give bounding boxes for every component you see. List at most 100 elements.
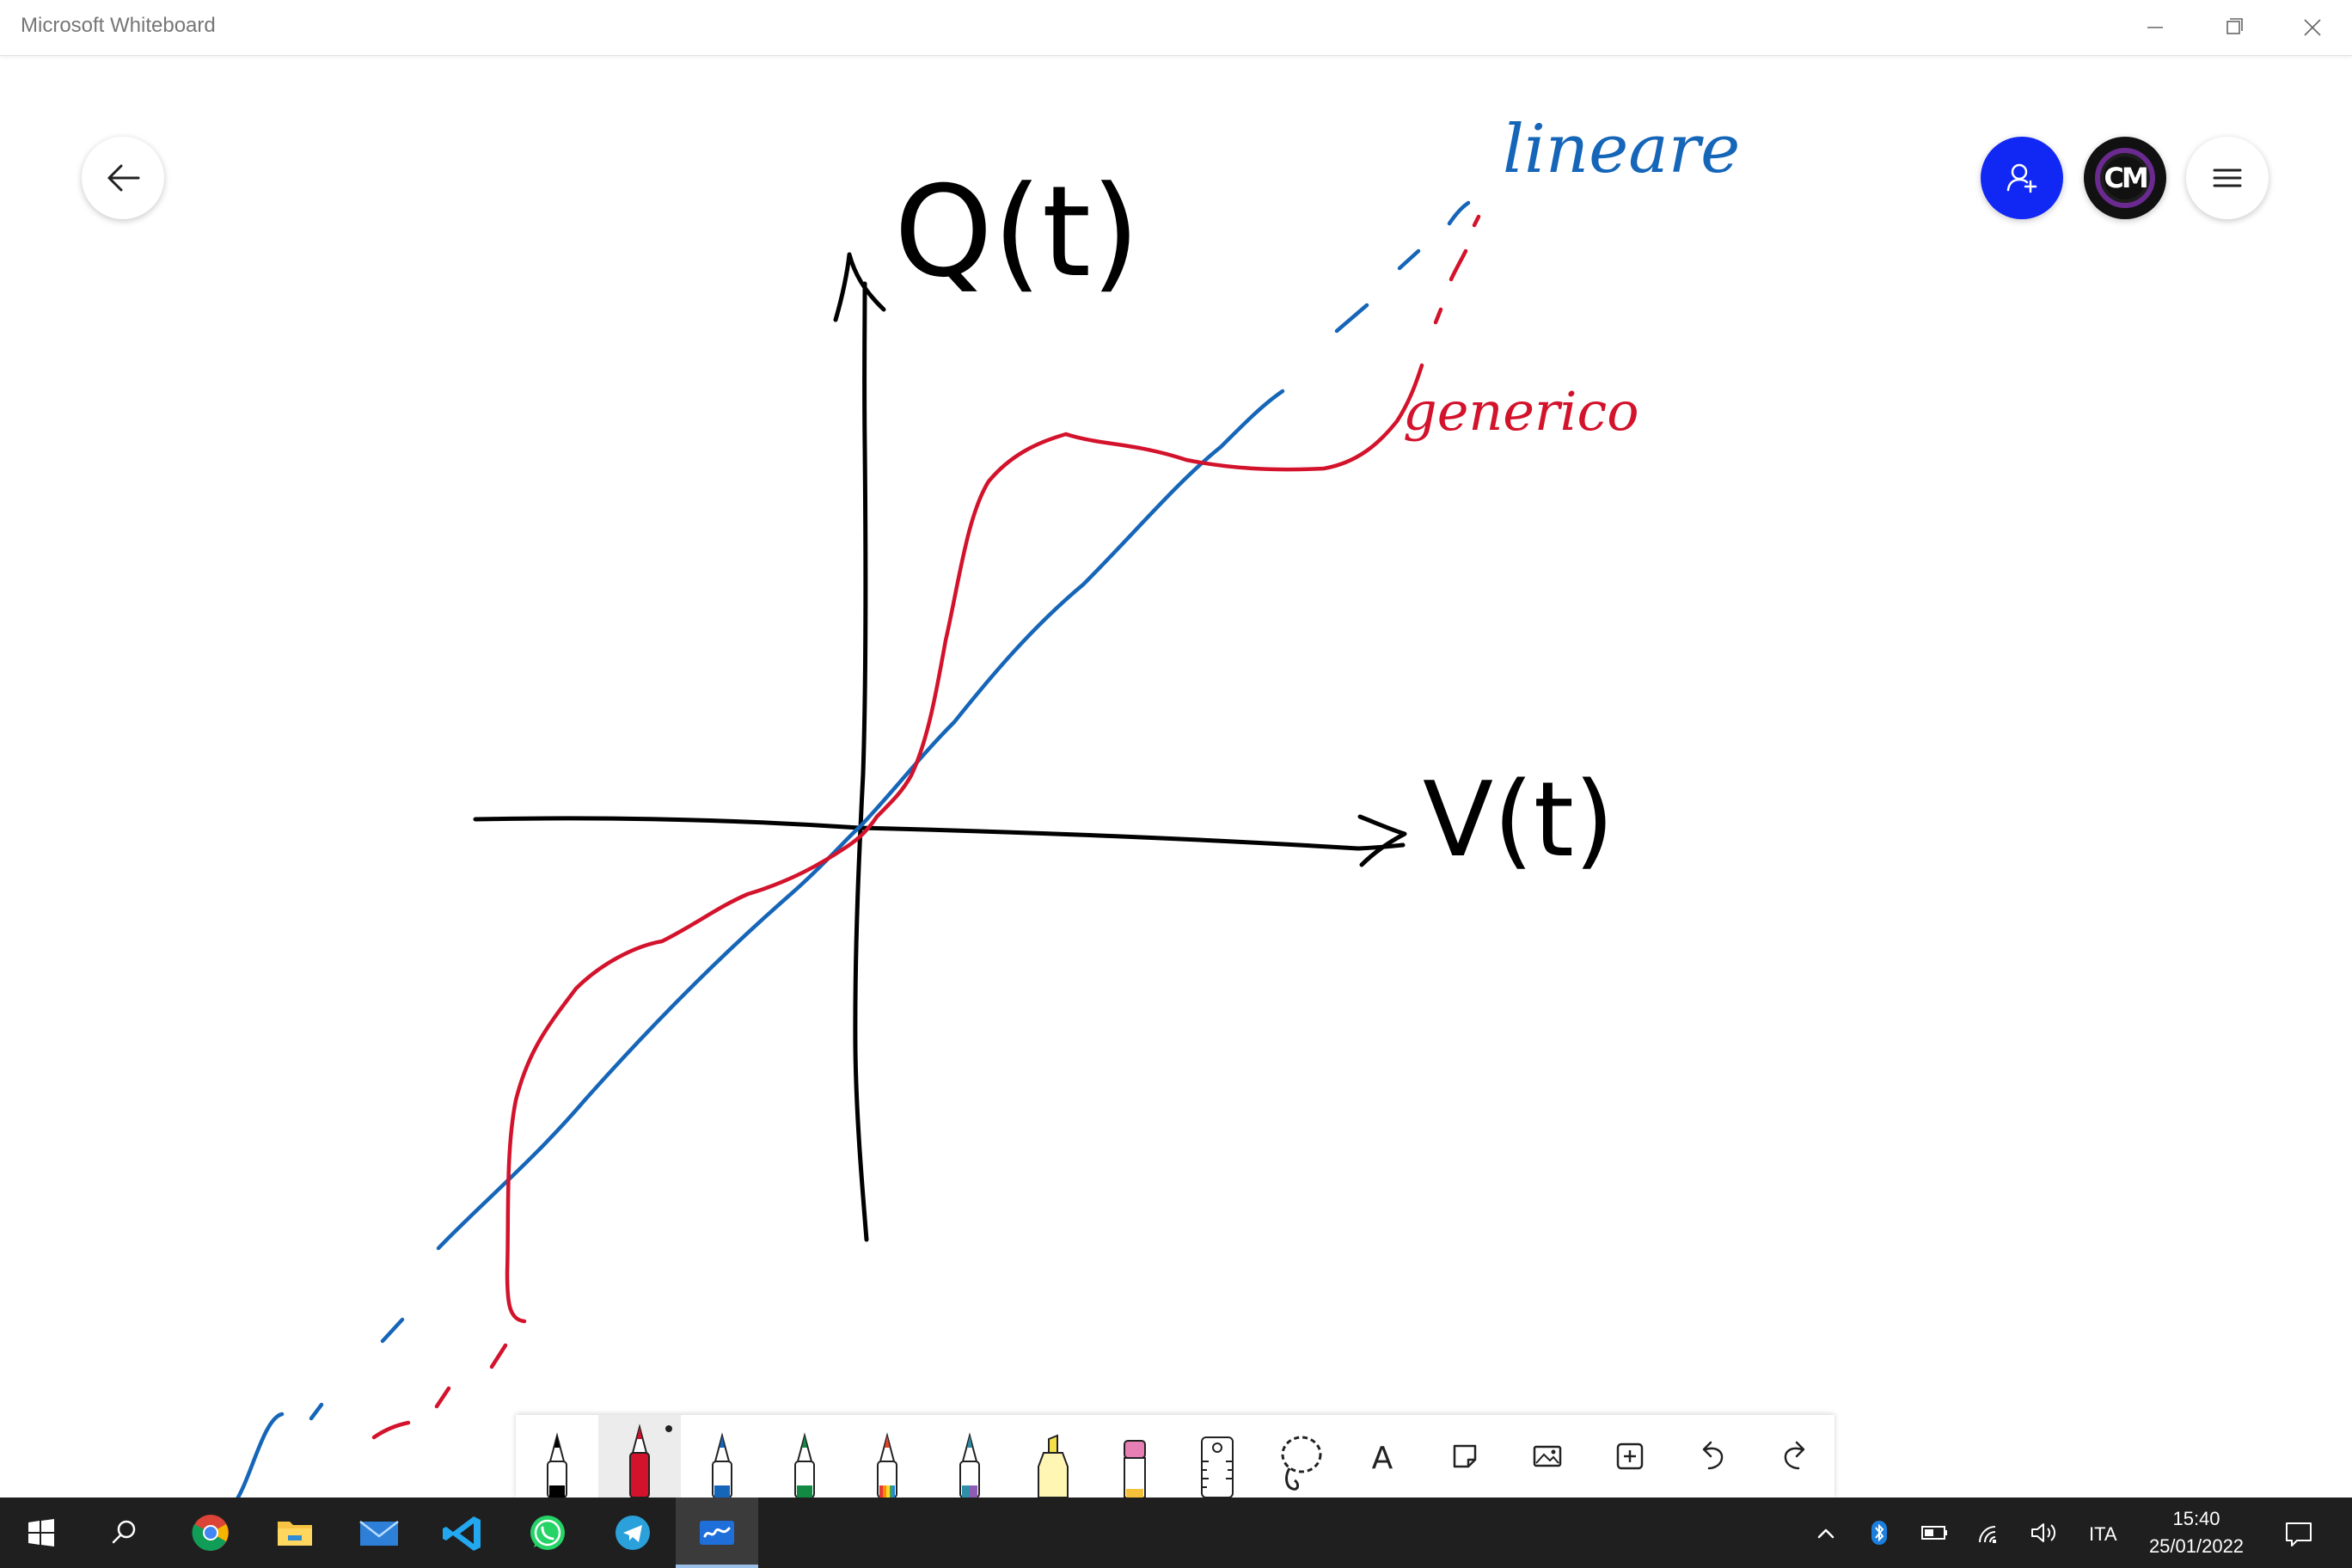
- pen-red-tool[interactable]: [598, 1415, 681, 1498]
- text-icon: A: [1371, 1441, 1393, 1476]
- add-person-icon: [2006, 163, 2037, 193]
- x-axis-arrowhead: [1357, 814, 1407, 867]
- bluetooth-icon: [1871, 1521, 1887, 1545]
- user-avatar[interactable]: CM: [2084, 137, 2166, 219]
- ink-layer: Q(t) V(t) lineare generico: [236, 111, 1740, 1498]
- chrome-icon: [192, 1515, 229, 1551]
- linear-curve-dash: [236, 1412, 285, 1498]
- image-icon: [1533, 1445, 1562, 1467]
- text-tool[interactable]: A: [1341, 1415, 1424, 1498]
- avatar-initials: CM: [2104, 162, 2148, 194]
- telegram-icon: [616, 1516, 650, 1550]
- clock[interactable]: 15:40 25/01/2022: [2132, 1498, 2261, 1568]
- minimize-button[interactable]: [2116, 0, 2194, 55]
- redo-button[interactable]: [1754, 1415, 1834, 1498]
- close-icon: [2304, 19, 2321, 36]
- search-button[interactable]: [83, 1498, 165, 1568]
- ink-toolbar: A: [516, 1415, 1834, 1498]
- ruler-icon: [1201, 1436, 1234, 1498]
- y-axis-arrowhead: [833, 252, 886, 322]
- taskbar-mail[interactable]: [338, 1498, 420, 1568]
- lasso-icon: [1281, 1436, 1322, 1491]
- undo-icon: [1702, 1441, 1724, 1470]
- eraser-icon: [1124, 1440, 1146, 1498]
- restore-icon: [2226, 18, 2243, 34]
- generic-curve-label: generico: [1403, 380, 1639, 443]
- hamburger-menu-icon: [2213, 168, 2242, 187]
- start-windows-icon: [28, 1519, 54, 1547]
- taskbar-whiteboard[interactable]: [676, 1498, 758, 1568]
- ruler-tool[interactable]: [1176, 1415, 1259, 1498]
- invite-button[interactable]: [1981, 137, 2063, 219]
- generic-curve-dash: [489, 1343, 508, 1369]
- action-center-button[interactable]: [2275, 1498, 2323, 1568]
- chevron-up-icon: [1817, 1528, 1834, 1539]
- taskbar: ITA 15:40 25/01/2022: [0, 1498, 2352, 1568]
- volume-icon: [2031, 1523, 2056, 1542]
- volume-tray[interactable]: [2020, 1498, 2068, 1568]
- show-hidden-icons-button[interactable]: [1802, 1498, 1850, 1568]
- x-axis-label: V(t): [1423, 761, 1614, 880]
- rainbow-pen-icon: [877, 1432, 897, 1498]
- wifi-icon: [1979, 1526, 1996, 1543]
- highlighter-tool[interactable]: [1011, 1415, 1093, 1498]
- image-tool[interactable]: [1506, 1415, 1589, 1498]
- taskbar-chrome[interactable]: [169, 1498, 252, 1568]
- undo-button[interactable]: [1671, 1415, 1754, 1498]
- vscode-icon: [443, 1516, 481, 1551]
- x-axis-stroke: [473, 816, 1406, 851]
- battery-tray[interactable]: [1910, 1498, 1958, 1568]
- input-language[interactable]: ITA: [2089, 1523, 2117, 1545]
- sticky-note-icon: [1453, 1444, 1477, 1468]
- whiteboard-canvas[interactable]: Q(t) V(t) lineare generico: [0, 56, 2352, 1498]
- generic-curve: [505, 363, 1424, 1324]
- close-button[interactable]: [2273, 0, 2350, 55]
- insert-plus-icon: [1616, 1442, 1644, 1470]
- clock-date: 25/01/2022: [2148, 1535, 2245, 1557]
- network-tray[interactable]: [1967, 1498, 2015, 1568]
- highlighter-icon: [1038, 1434, 1069, 1498]
- back-button[interactable]: [82, 137, 164, 219]
- battery-icon: [1921, 1526, 1947, 1540]
- taskbar-file-explorer[interactable]: [254, 1498, 336, 1568]
- taskbar-vscode[interactable]: [422, 1498, 505, 1568]
- pen-icon: [712, 1432, 732, 1498]
- linear-curve-dash: [1334, 303, 1369, 334]
- redo-icon: [1784, 1441, 1805, 1470]
- minimize-icon: [2147, 27, 2163, 28]
- pen-icon: [629, 1424, 672, 1498]
- restore-button[interactable]: [2194, 0, 2271, 55]
- menu-button[interactable]: [2186, 137, 2269, 219]
- eraser-tool[interactable]: [1093, 1415, 1176, 1498]
- generic-curve-dash: [1449, 248, 1468, 282]
- whatsapp-icon: [530, 1516, 565, 1550]
- arrow-left-icon: [107, 164, 140, 192]
- taskbar-whatsapp[interactable]: [506, 1498, 589, 1568]
- pen-galaxy-tool[interactable]: [928, 1415, 1011, 1498]
- pen-icon: [547, 1432, 567, 1498]
- linear-curve-label: lineare: [1503, 111, 1740, 188]
- avatar-image: [2095, 148, 2155, 208]
- generic-curve-dash: [434, 1386, 451, 1409]
- pen-green-tool[interactable]: [763, 1415, 846, 1498]
- generic-curve-dash: [1472, 214, 1481, 228]
- linear-curve-dash: [1447, 200, 1471, 226]
- y-axis-label: Q(t): [894, 159, 1140, 305]
- bluetooth-tray[interactable]: [1855, 1498, 1903, 1568]
- pen-black-tool[interactable]: [516, 1415, 598, 1498]
- window-title: Microsoft Whiteboard: [21, 14, 216, 37]
- pen-blue-tool[interactable]: [681, 1415, 763, 1498]
- lasso-tool[interactable]: [1259, 1415, 1341, 1498]
- linear-curve: [436, 389, 1285, 1251]
- sticky-note-tool[interactable]: [1424, 1415, 1506, 1498]
- clock-time: 15:40: [2172, 1508, 2220, 1529]
- generic-curve-dash: [371, 1420, 411, 1440]
- pen-icon: [794, 1432, 815, 1498]
- pen-rainbow-tool[interactable]: [846, 1415, 928, 1498]
- insert-tool[interactable]: [1589, 1415, 1671, 1498]
- y-axis-stroke: [853, 281, 869, 1242]
- linear-curve-dash: [1397, 248, 1421, 271]
- start-button[interactable]: [0, 1498, 83, 1568]
- taskbar-telegram[interactable]: [591, 1498, 674, 1568]
- mail-icon: [359, 1521, 399, 1546]
